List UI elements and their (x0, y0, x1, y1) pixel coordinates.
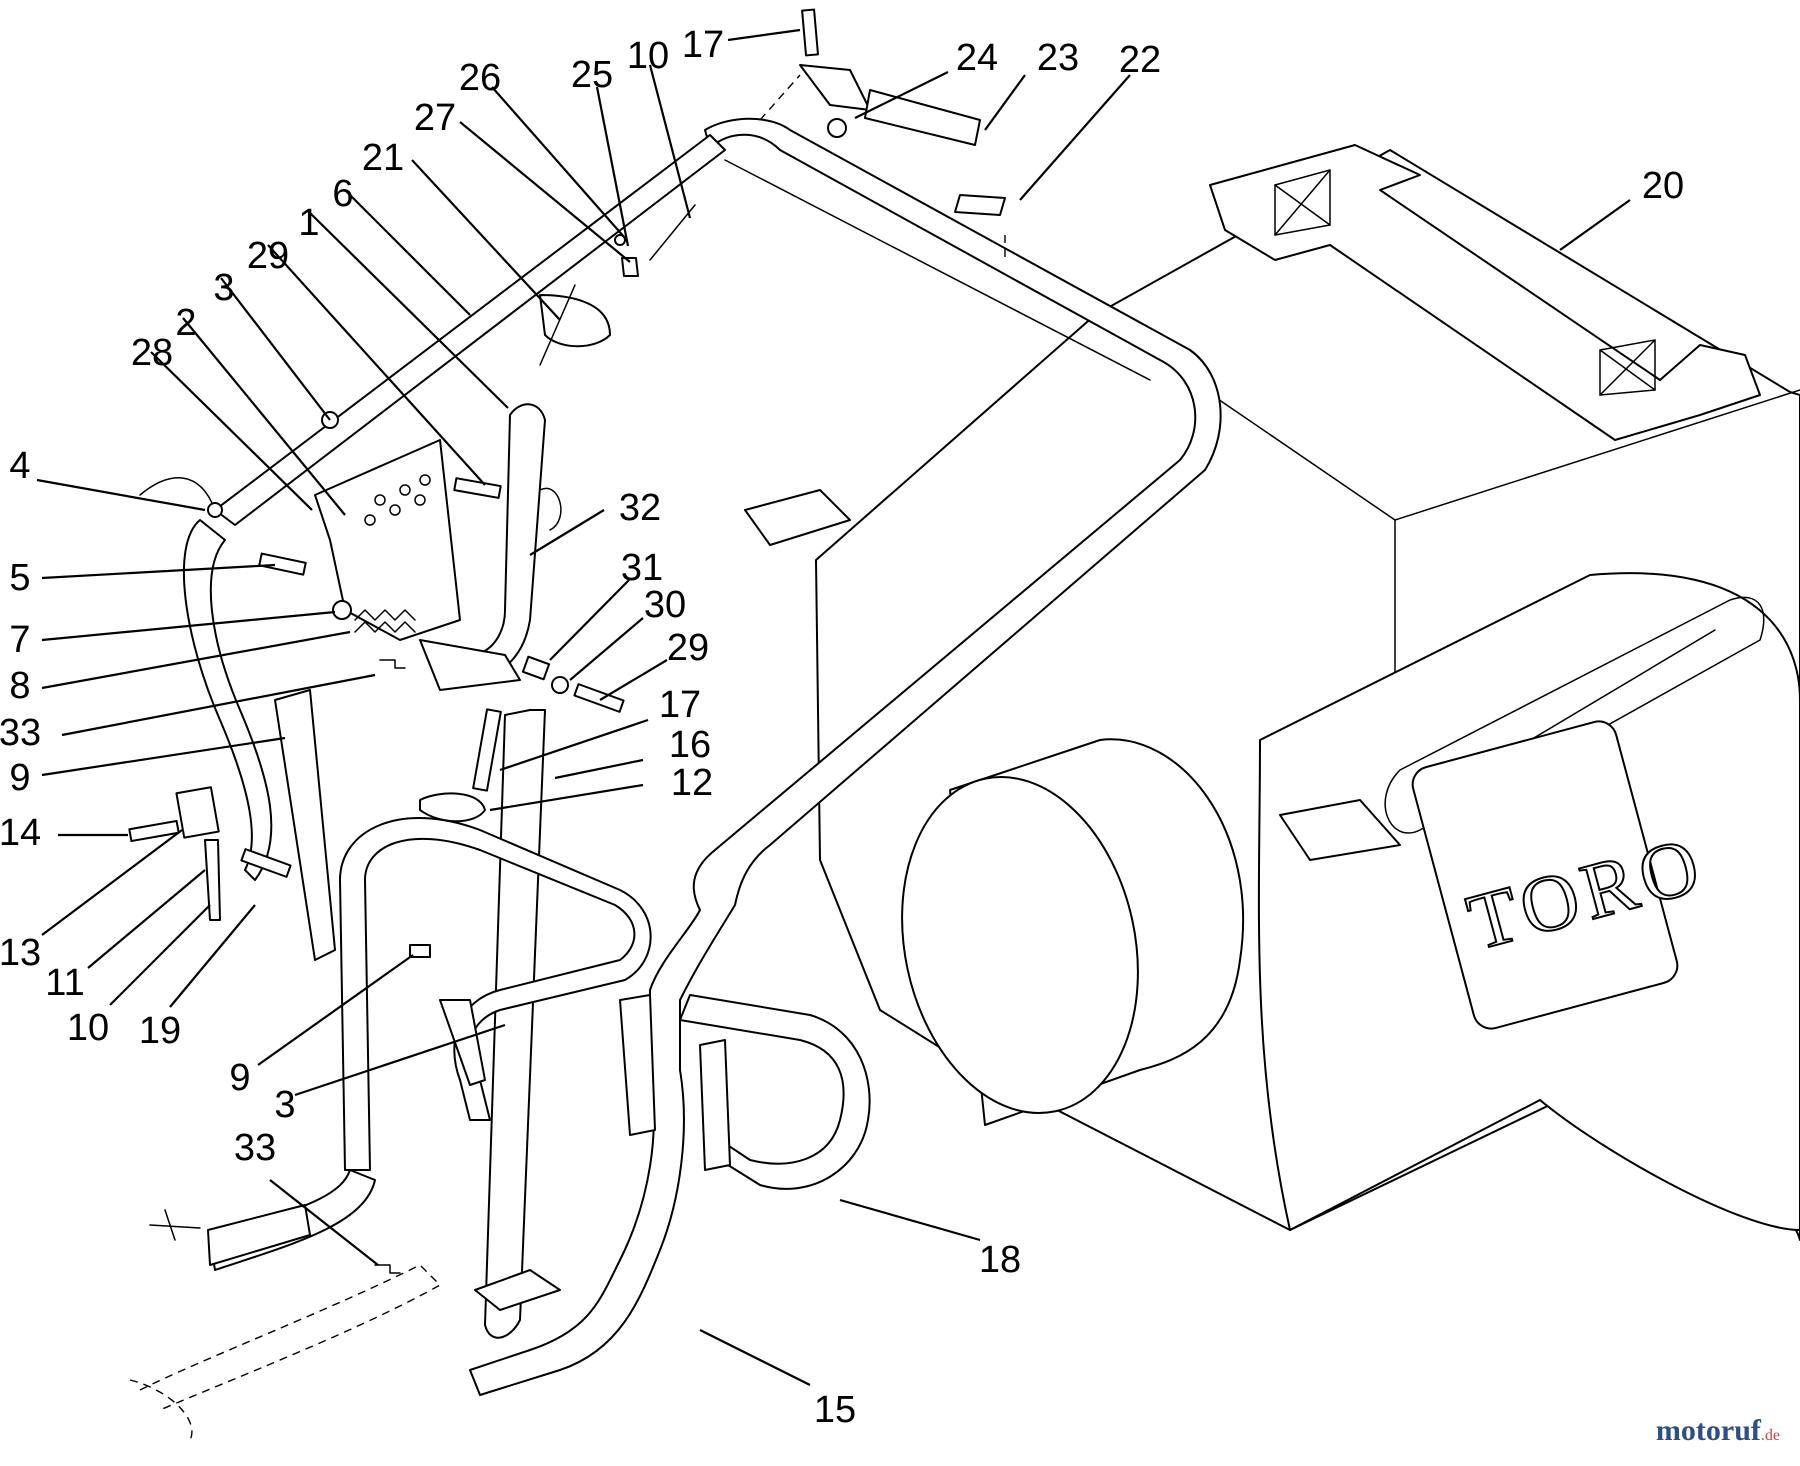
decal (954, 194, 1006, 216)
callout-25: 25 (571, 54, 613, 96)
grass-bag: TORO (744, 144, 1800, 1241)
callout-18: 18 (979, 1239, 1021, 1281)
callout-15: 15 (814, 1389, 856, 1431)
callout-29-right: 29 (667, 627, 709, 669)
callout-21: 21 (362, 137, 404, 179)
callout-24: 24 (956, 37, 998, 79)
callout-11: 11 (45, 962, 84, 1004)
callout-20: 20 (1642, 165, 1684, 207)
callout-6: 6 (332, 173, 353, 215)
spring (354, 609, 416, 633)
control-bar (139, 134, 726, 881)
callout-13: 13 (0, 932, 41, 974)
callout-29-top: 29 (247, 235, 289, 277)
callout-9-bottom: 9 (229, 1057, 250, 1099)
callout-7: 7 (9, 619, 30, 661)
callout-3-top: 3 (213, 267, 234, 309)
callout-8: 8 (9, 665, 30, 707)
callout-10-top: 10 (627, 35, 669, 77)
watermark-logo: motoruf.de (1656, 1414, 1780, 1448)
watermark-name: motoruf (1655, 1414, 1761, 1447)
bracket-plate (314, 439, 461, 641)
callout-28: 28 (131, 332, 173, 374)
callout-31: 31 (621, 547, 663, 589)
callout-1: 1 (298, 202, 319, 244)
hardware (128, 204, 696, 1274)
callout-19: 19 (139, 1010, 181, 1052)
callout-32: 32 (619, 487, 661, 529)
callout-27: 27 (414, 97, 456, 139)
callout-10-bottom: 10 (67, 1007, 109, 1049)
lower-frame (129, 689, 652, 1441)
callout-4: 4 (9, 445, 30, 487)
callout-3-bottom: 3 (274, 1084, 295, 1126)
callout-26: 26 (459, 57, 501, 99)
callout-30: 30 (644, 584, 686, 626)
callout-17-top: 17 (682, 24, 724, 66)
leader-lines (36, 28, 1631, 1386)
callout-22: 22 (1119, 39, 1161, 81)
callout-2: 2 (175, 302, 196, 344)
callout-9-left: 9 (9, 757, 30, 799)
callout-5: 5 (9, 557, 30, 599)
watermark-tld: .de (1760, 1427, 1780, 1444)
callout-17-mid: 17 (659, 684, 701, 726)
control-rod (484, 709, 546, 1339)
callout-labels: 17 24 23 22 26 25 10 27 21 6 1 29 3 2 28… (0, 24, 1684, 1431)
callout-14: 14 (0, 812, 41, 854)
callout-16: 16 (669, 724, 711, 766)
bail-lever (419, 403, 546, 691)
callout-23: 23 (1037, 37, 1079, 79)
callout-33-top: 33 (0, 712, 41, 754)
callout-12: 12 (671, 762, 713, 804)
handle-frame (469, 117, 1222, 1396)
callout-33-bottom: 33 (234, 1127, 276, 1169)
